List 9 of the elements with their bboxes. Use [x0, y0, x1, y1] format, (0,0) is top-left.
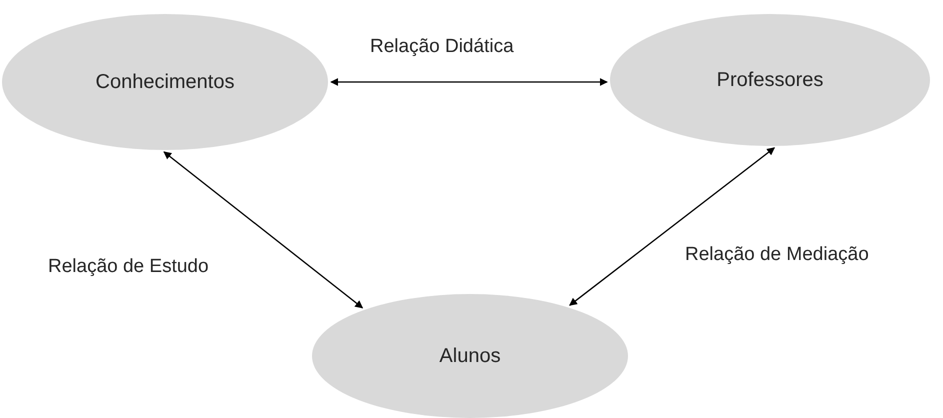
node-label: Professores	[716, 68, 824, 92]
edge-label: Relação de Mediação	[685, 244, 869, 266]
node-label: Alunos	[439, 344, 501, 368]
edge-label: Relação de Estudo	[48, 256, 209, 278]
double-arrow	[330, 78, 608, 86]
node-label: Conhecimentos	[96, 70, 234, 94]
edge-label: Relação Didática	[370, 36, 514, 58]
double-arrow	[569, 147, 776, 306]
double-arrow	[163, 151, 364, 308]
